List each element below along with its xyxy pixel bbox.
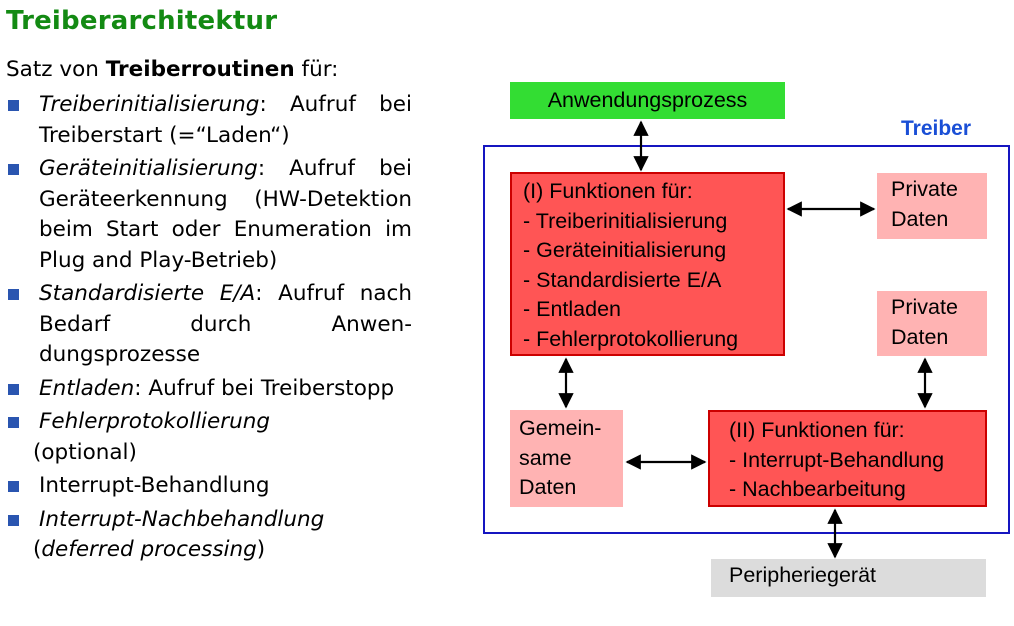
item-text: : Aufruf bei Geräteerkennung (HW-Detekti… [39,156,412,273]
treiber-label: Treiber [901,117,972,140]
bullet-square-icon [8,164,19,175]
item-text: ) [256,537,266,562]
item-text: : Aufruf nach Bedarf durch Anwen­dungspr… [39,281,412,367]
list-item: Interrupt-Behandlung [6,471,412,502]
item-text: ( [33,537,42,562]
bullet-square-icon [8,417,19,428]
bullet-square-icon [8,514,19,526]
treiber-frame [483,145,1010,534]
intro-suffix: für: [294,57,339,82]
anwendungsprozess-box: Anwendungsprozess [510,82,785,119]
private-data-box-1: Private Daten [877,173,987,239]
list-item: Interrupt-Nachbehandlung (deferred proce… [6,505,412,566]
func2-box: (II) Funktionen für: - Interrupt-Behandl… [708,410,987,507]
list-item: Standardisierte E/A: Aufruf nach Bedarf … [6,279,412,371]
gemeinsame-daten-label: Gemein- same Daten [519,416,602,499]
gemeinsame-daten-box: Gemein- same Daten [510,410,623,507]
item-text: (optional) [33,439,137,465]
item-italic: Entladen [39,375,135,401]
private-data-box-2: Private Daten [877,291,987,356]
bullet-square-icon [8,289,19,300]
anwendungsprozess-label: Anwendungsprozess [547,87,748,112]
item-text: : Aufruf bei Treiberstart (=“Laden“) [39,92,412,148]
bullet-square-icon [8,100,19,111]
item-italic: Interrupt-Nachbehandlung [39,506,325,532]
intro-bold: Treiberroutinen [105,57,295,82]
item-italic: Geräteinitialisierung [39,156,258,181]
peripheriegeraet-label: Peripheriegerät [729,563,877,587]
item-text: : Aufruf bei Treiber­stopp [134,375,395,401]
func1-box: (I) Funktionen für: - Treiberinitialisie… [510,172,785,356]
peripheriegeraet-box: Peripheriegerät [711,559,986,597]
item-text: Interrupt-Behandlung [39,473,270,498]
bullet-list: Treiberinitialisierung: Aufruf bei Treib… [6,90,412,569]
private-data-label-1: Private Daten [891,177,958,231]
bullet-square-icon [8,383,19,395]
func1-text: (I) Funktionen für: - Treiberinitialisie… [523,179,739,351]
item-italic: deferred processing [41,537,257,562]
intro-line: Satz von Treiberroutinen für: [6,57,338,82]
item-italic: Standardisierte E/A [39,281,256,306]
intro-prefix: Satz von [6,57,106,82]
list-item: Fehlerprotokollierung (optional) [6,407,412,468]
list-item: Treiberinitialisierung: Aufruf bei Treib… [6,90,412,151]
item-italic: Treiberinitialisierung [39,92,260,117]
list-item: Entladen: Aufruf bei Treiber­stopp [6,374,412,405]
page-title: Treiberarchitektur [6,6,278,36]
func2-text: (II) Funktionen für: - Interrupt-Behandl… [729,418,945,501]
item-italic: Fehlerprotokollierung [39,409,270,434]
list-item: Geräteinitialisierung: Aufruf bei Geräte… [6,154,412,276]
private-data-label-2: Private Daten [891,295,958,349]
bullet-square-icon [8,481,19,492]
